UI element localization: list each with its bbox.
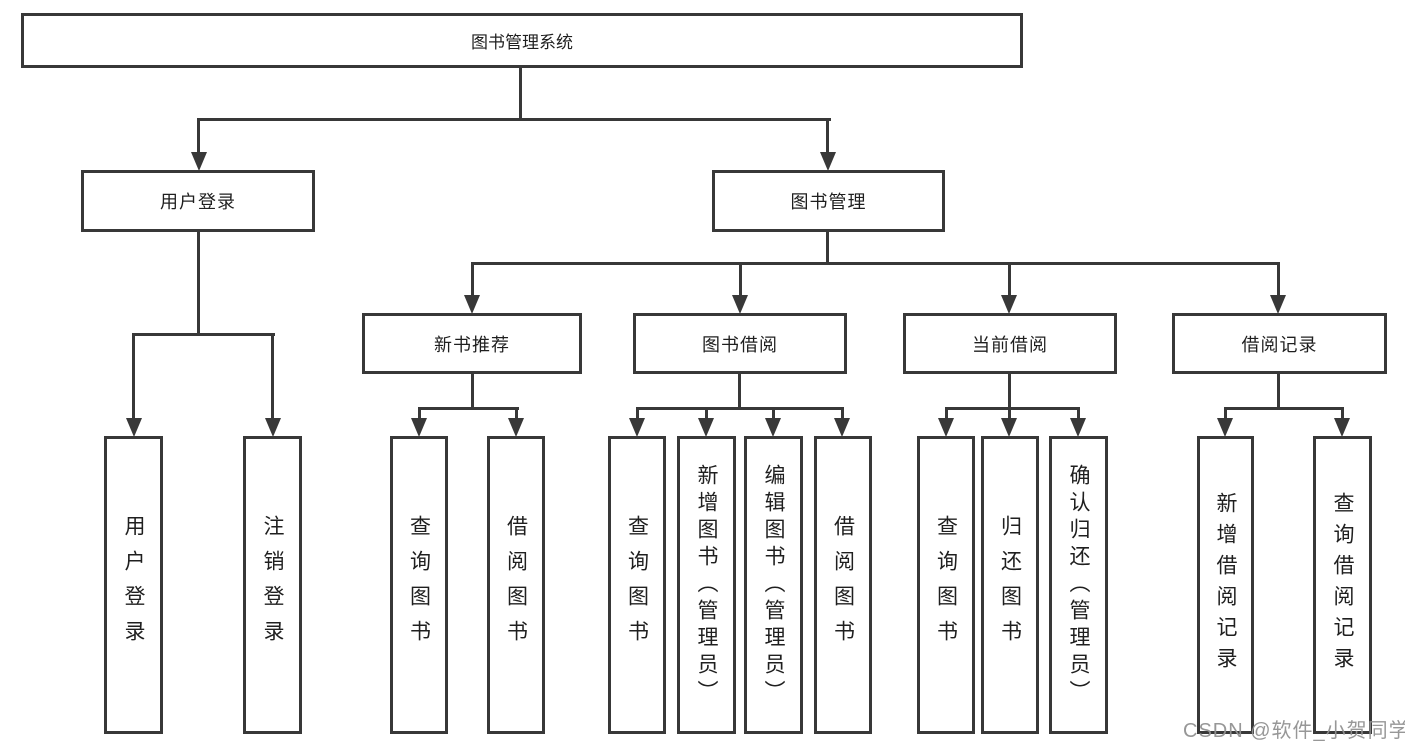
connector-line	[197, 230, 200, 335]
node-borrow-records: 借阅记录	[1172, 313, 1387, 374]
leaf-edit-books-admin: 编辑图书（管理员）	[744, 436, 803, 734]
leaf-label: 用户登录	[122, 515, 145, 655]
connector-line	[738, 372, 741, 409]
connector-line	[1077, 407, 1080, 421]
connector-line	[1008, 407, 1011, 421]
connector-line	[1277, 372, 1280, 409]
connector-line	[1008, 262, 1011, 298]
connector-line	[471, 262, 474, 298]
leaf-confirm-return-admin: 确认归还（管理员）	[1049, 436, 1108, 734]
connector-line	[197, 118, 200, 156]
leaf-query-books: 查询图书	[390, 436, 448, 734]
connector-line	[471, 262, 1280, 265]
leaf-query-books: 查询图书	[917, 436, 975, 734]
node-root-system: 图书管理系统	[21, 13, 1023, 68]
connector-line	[418, 407, 519, 410]
leaf-label: 新增借阅记录	[1214, 492, 1237, 678]
leaf-label: 借阅图书	[504, 515, 528, 655]
node-label: 图书借阅	[702, 334, 778, 355]
connector-line	[841, 407, 844, 421]
connector-line	[197, 118, 831, 121]
connector-line	[132, 333, 135, 422]
connector-arrow	[191, 152, 207, 171]
leaf-label: 归还图书	[998, 515, 1022, 655]
node-book-borrow: 图书借阅	[633, 313, 847, 374]
connector-arrow	[1270, 295, 1286, 314]
leaf-user-login: 用户登录	[104, 436, 163, 734]
connector-line	[1341, 407, 1344, 421]
connector-arrow	[765, 418, 781, 437]
node-label: 当前借阅	[972, 334, 1048, 355]
node-new-book-recommend: 新书推荐	[362, 313, 582, 374]
connector-arrow	[464, 295, 480, 314]
connector-line	[519, 66, 522, 120]
leaf-query-books: 查询图书	[608, 436, 666, 734]
connector-line	[1277, 262, 1280, 298]
connector-line	[132, 333, 275, 336]
connector-line	[271, 333, 274, 422]
connector-line	[636, 407, 844, 410]
csdn-watermark: CSDN @软件_小贺同学	[1183, 720, 1405, 742]
leaf-borrow-books: 借阅图书	[487, 436, 545, 734]
node-root-label: 图书管理系统	[471, 33, 573, 52]
connector-arrow	[1217, 418, 1233, 437]
connector-arrow	[938, 418, 954, 437]
connector-line	[826, 230, 829, 264]
leaf-add-books-admin: 新增图书（管理员）	[677, 436, 736, 734]
connector-line	[705, 407, 708, 421]
connector-arrow	[126, 418, 142, 437]
connector-line	[636, 407, 639, 421]
connector-line	[515, 407, 518, 421]
node-label: 借阅记录	[1241, 334, 1318, 355]
leaf-add-borrow-record: 新增借阅记录	[1197, 436, 1254, 734]
leaf-label: 查询图书	[934, 515, 958, 655]
leaf-label: 查询借阅记录	[1331, 492, 1354, 678]
connector-line	[1224, 407, 1227, 421]
connector-arrow	[834, 418, 850, 437]
leaf-query-borrow-record: 查询借阅记录	[1313, 436, 1372, 734]
connector-line	[739, 262, 742, 298]
leaf-label: 编辑图书（管理员）	[762, 463, 785, 707]
connector-arrow	[629, 418, 645, 437]
leaf-logout: 注销登录	[243, 436, 302, 734]
connector-line	[418, 407, 421, 421]
node-label: 图书管理	[790, 192, 867, 212]
node-label: 新书推荐	[434, 334, 510, 355]
leaf-label: 新增图书（管理员）	[695, 463, 718, 707]
connector-line	[1224, 407, 1344, 410]
connector-arrow	[1001, 295, 1017, 314]
node-label: 用户登录	[160, 192, 236, 212]
leaf-label: 查询图书	[407, 515, 431, 655]
connector-arrow	[1070, 418, 1086, 437]
connector-line	[945, 407, 1079, 410]
leaf-label: 查询图书	[625, 515, 649, 655]
leaf-return-books: 归还图书	[981, 436, 1039, 734]
node-user-login: 用户登录	[81, 170, 315, 232]
connector-arrow	[698, 418, 714, 437]
connector-arrow	[1334, 418, 1350, 437]
connector-line	[772, 407, 775, 421]
leaf-label: 确认归还（管理员）	[1067, 463, 1090, 707]
connector-arrow	[820, 152, 836, 171]
connector-line	[471, 372, 474, 409]
connector-arrow	[265, 418, 281, 437]
connector-arrow	[732, 295, 748, 314]
connector-arrow	[1001, 418, 1017, 437]
connector-line	[945, 407, 948, 421]
connector-line	[826, 118, 829, 156]
leaf-label: 注销登录	[261, 515, 284, 655]
connector-arrow	[411, 418, 427, 437]
node-current-borrow: 当前借阅	[903, 313, 1117, 374]
leaf-label: 借阅图书	[831, 515, 855, 655]
connector-arrow	[508, 418, 524, 437]
leaf-borrow-books: 借阅图书	[814, 436, 872, 734]
node-book-management: 图书管理	[712, 170, 945, 232]
connector-line	[1008, 372, 1011, 409]
